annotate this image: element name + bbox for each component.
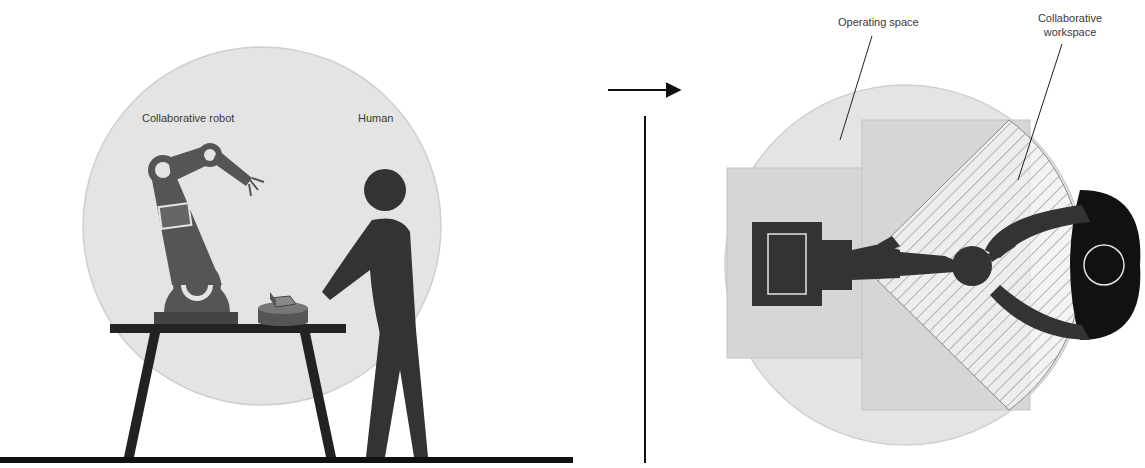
callout-label: Collaborative workspace <box>1030 12 1110 40</box>
leader-line <box>1018 44 1062 180</box>
figure-label: Collaborative robot <box>142 112 234 126</box>
robot-top <box>752 222 1016 306</box>
leader-line <box>840 36 872 140</box>
human-top <box>985 190 1140 340</box>
human-side <box>322 169 428 457</box>
workpiece <box>258 292 308 326</box>
floor <box>0 457 573 463</box>
divider-line <box>644 116 646 463</box>
robot-side <box>148 143 264 324</box>
table <box>110 324 346 457</box>
figure-label: Human <box>358 112 393 126</box>
transition-arrow <box>608 89 680 91</box>
callout-label: Operating space <box>838 16 919 30</box>
base-area <box>727 168 867 358</box>
